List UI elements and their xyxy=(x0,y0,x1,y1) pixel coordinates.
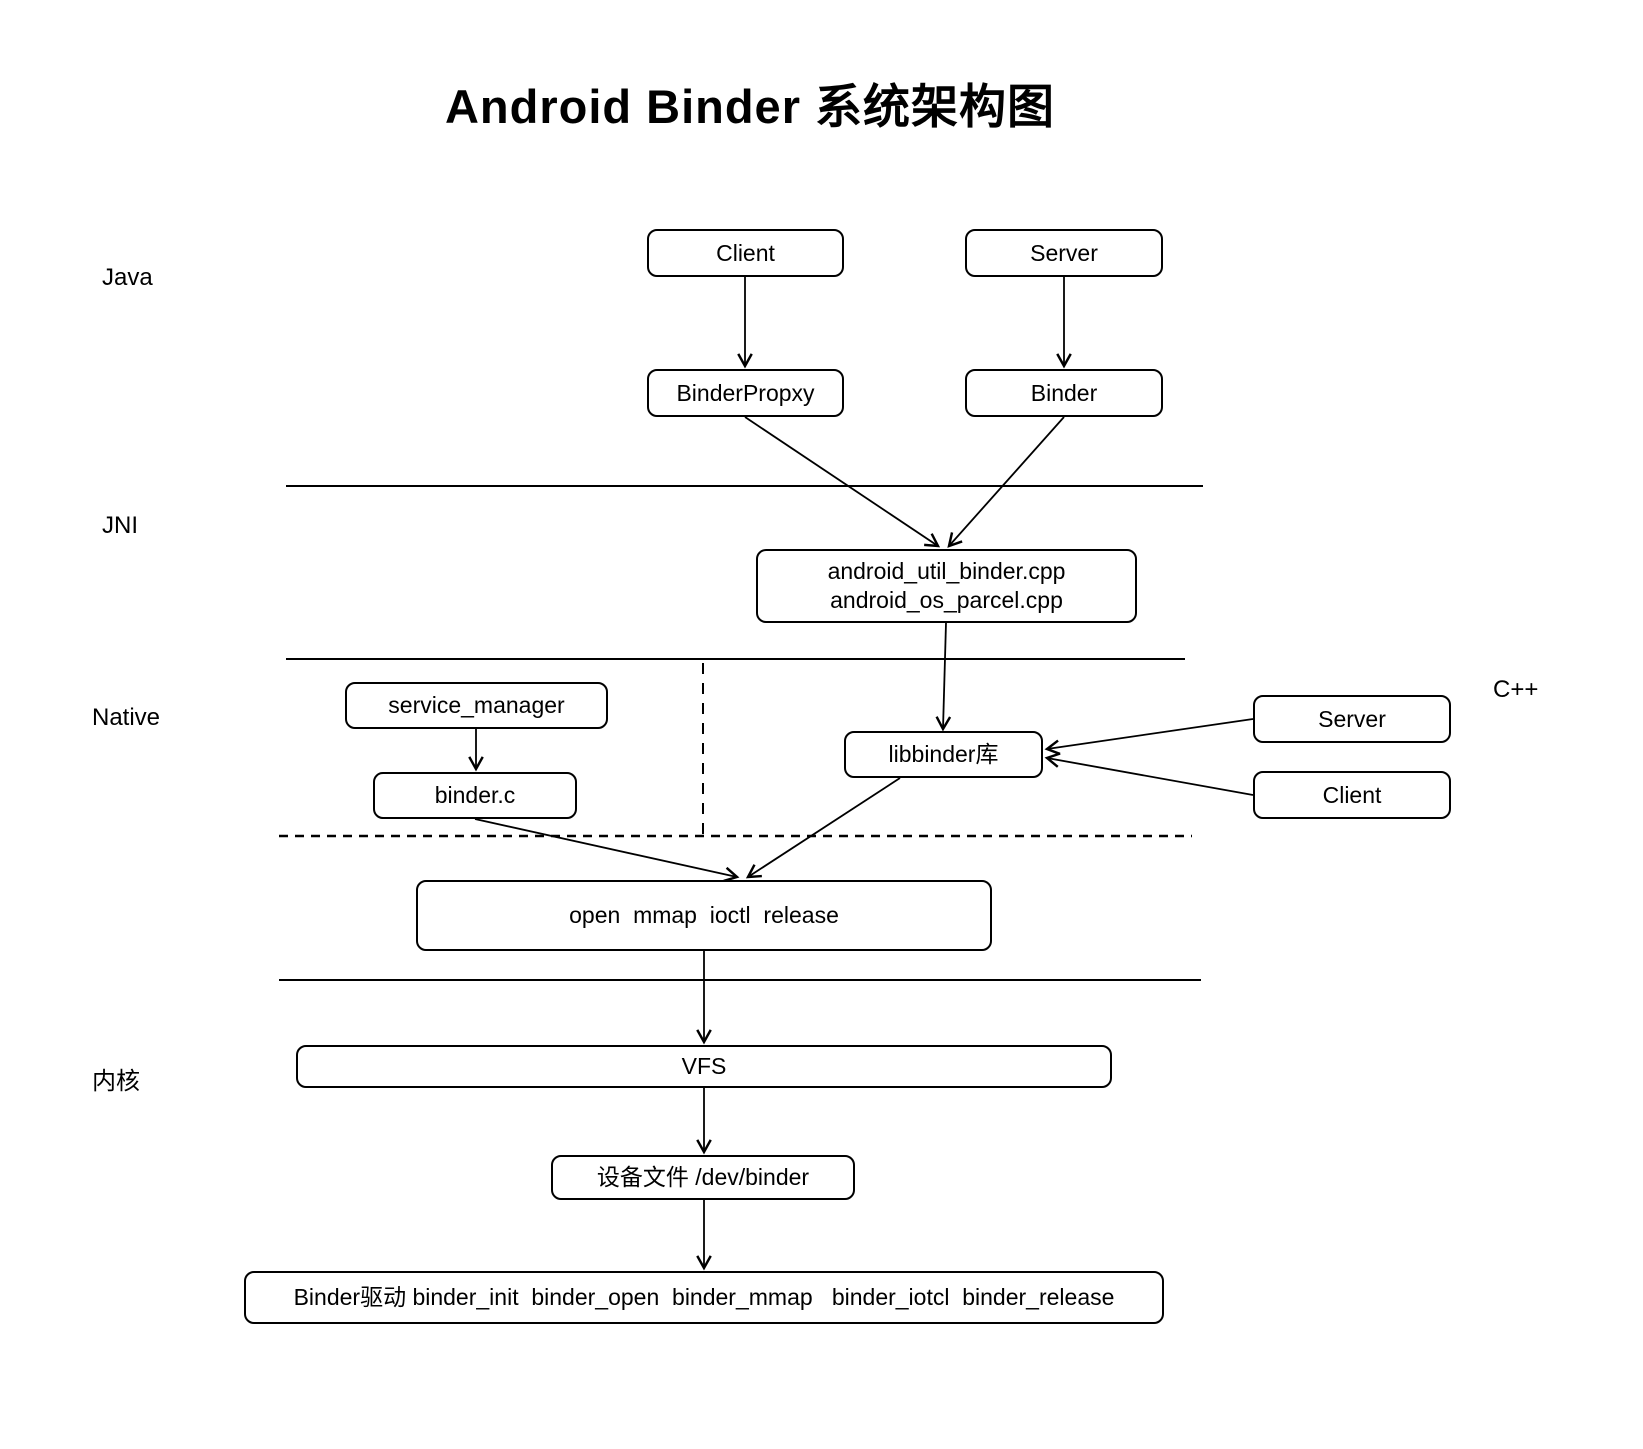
jni-file-line1: android_util_binder.cpp xyxy=(827,558,1066,585)
layer-label-java: Java xyxy=(102,264,153,291)
node-client-java: Client xyxy=(647,229,844,277)
arrow-binderproxy-to-jni xyxy=(744,416,941,548)
node-server-cpp: Server xyxy=(1253,695,1451,743)
layer-label-kernel: 内核 xyxy=(92,1068,140,1095)
jni-file-line2: android_os_parcel.cpp xyxy=(830,587,1063,613)
layer-label-cpp: C++ xyxy=(1493,676,1539,703)
layer-label-native: Native xyxy=(92,704,161,731)
node-vfs: VFS xyxy=(296,1045,1112,1088)
node-client-cpp: Client xyxy=(1253,771,1451,819)
arrow-libbinder-to-syscalls xyxy=(745,777,901,879)
node-server-java: Server xyxy=(965,229,1163,277)
node-binderproxy: BinderPropxy xyxy=(647,369,844,417)
arrow-client-cpp-to-libbinder xyxy=(1044,752,1254,796)
page-title: Android Binder 系统架构图 xyxy=(444,80,1056,133)
arrow-binder-to-jni xyxy=(947,416,1065,548)
node-binder-c: binder.c xyxy=(373,772,577,819)
node-syscalls: open mmap ioctl release xyxy=(416,880,992,951)
arrow-binderc-to-syscalls xyxy=(474,818,740,883)
arrow-server-cpp-to-libbinder xyxy=(1044,718,1254,756)
node-binder-java: Binder xyxy=(965,369,1163,417)
node-device-file: 设备文件 /dev/binder xyxy=(551,1155,855,1200)
node-service-manager: service_manager xyxy=(345,682,608,729)
layer-label-jni: JNI xyxy=(102,512,138,539)
node-jni-files: android_util_binder.cpp android_os_parce… xyxy=(756,549,1137,623)
node-binder-driver: Binder驱动 binder_init binder_open binder_… xyxy=(244,1271,1164,1324)
arrow-jni-to-libbinder xyxy=(935,622,952,732)
node-libbinder: libbinder库 xyxy=(844,731,1043,778)
